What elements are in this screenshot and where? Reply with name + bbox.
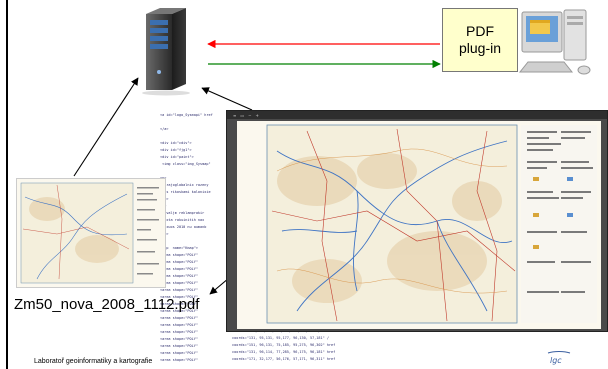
lab-logo-icon: lgc (547, 351, 571, 365)
html-source-listing-tail: coords="241, 57,176, 96,175, 56,241, 96"… (232, 329, 336, 361)
pdf-viewer-window: ≡ ▭ − + (226, 110, 608, 332)
pdf-viewer-toolbar: ≡ ▭ − + (227, 111, 607, 119)
pdf-plugin-label-line1: PDF (466, 22, 494, 39)
pdf-plugin-box: PDF plug-in (442, 8, 518, 72)
html-source-listing: <a id="logo_Sysmapi" href </a> <div id="… (160, 113, 213, 362)
svg-text:lgc: lgc (550, 356, 562, 365)
server-tower-icon (142, 8, 190, 96)
viewer-menu-icon[interactable]: ≡ (233, 112, 237, 118)
left-border-line (6, 0, 8, 369)
map-thumbnail (16, 178, 166, 288)
computer-workstation-icon (518, 9, 591, 75)
viewer-zoom-in-icon[interactable]: + (255, 112, 259, 118)
pdf-plugin-label-line2: plug-in (458, 40, 502, 56)
map-thumbnail-image (17, 179, 165, 287)
pdf-filename-label: Zm50_nova_2008_1112.pdf (14, 296, 200, 313)
topographic-map-image (237, 121, 601, 329)
viewer-page-icon[interactable]: ▭ (240, 112, 245, 118)
map-page (237, 121, 601, 329)
viewer-zoom-out-icon[interactable]: − (248, 112, 252, 118)
thumbnail-to-server-arrow (73, 77, 139, 177)
viewer-to-server-arrow (201, 87, 253, 111)
footer-text: Laboratoř geoinformatiky a kartografie (34, 358, 153, 365)
